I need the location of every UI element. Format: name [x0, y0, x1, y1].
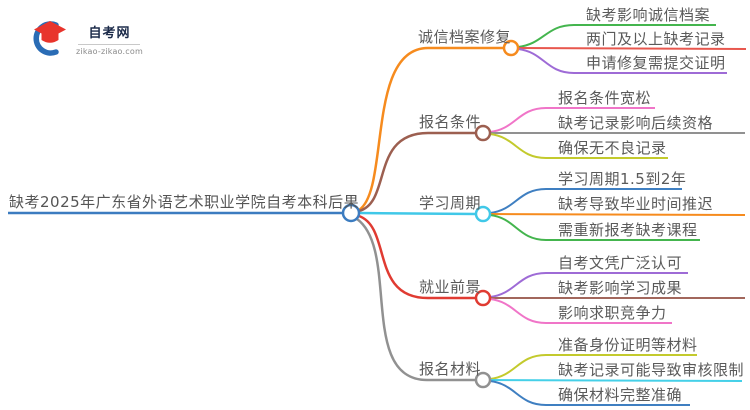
- leaf-label: 缺考导致毕业时间推迟: [558, 195, 714, 213]
- leaf-label: 需重新报考缺考课程: [558, 221, 698, 239]
- branch-curve-employment: [358, 214, 476, 300]
- branch-curve-materials: [356, 217, 476, 382]
- leaf-label: 报名条件宽松: [558, 89, 652, 107]
- leaf-line: [489, 354, 697, 380]
- branch-label-integrity-repair: 诚信档案修复: [418, 28, 512, 46]
- leaf-line: [489, 379, 743, 382]
- leaf-line: [489, 272, 688, 298]
- leaf-label: 缺考记录可能导致审核限制: [558, 361, 745, 379]
- branch-label-study-period: 学习周期: [419, 194, 482, 212]
- site-logo[interactable]: 自考网 zikao-zikao.com: [28, 18, 143, 58]
- leaf-label: 确保材料完整准确: [558, 386, 683, 404]
- leaf-line: [517, 24, 716, 48]
- branch-curve-integrity: [358, 46, 504, 212]
- leaf-label: 准备身份证明等材料: [558, 336, 698, 354]
- leaf-label: 申请修复需提交证明: [586, 54, 726, 72]
- leaf-label: 影响求职竞争力: [558, 304, 667, 322]
- branch-node-circle: [474, 371, 492, 389]
- root-node-circle: [341, 203, 361, 223]
- branch-node-circle: [474, 289, 492, 307]
- branch-curve-study-period: [358, 211, 477, 216]
- leaf-line: [517, 48, 727, 74]
- leaf-label: 确保无不良记录: [558, 139, 667, 157]
- leaf-line: [489, 214, 700, 241]
- leaf-line: [517, 47, 747, 50]
- leaf-line: [489, 188, 682, 214]
- graduation-cap-logo-icon: [33, 21, 66, 56]
- leaf-label: 两门及以上缺考记录: [586, 30, 726, 48]
- leaf-label: 缺考影响诚信档案: [586, 6, 711, 24]
- logo-cap-body: [41, 32, 59, 43]
- leaf-label: 自考文凭广泛认可: [558, 254, 683, 272]
- leaf-line: [489, 298, 672, 324]
- leaf-line: [489, 107, 655, 133]
- logo-title: 自考网: [88, 26, 131, 41]
- branch-node-circle: [474, 205, 492, 223]
- leaf-line: [489, 133, 668, 159]
- leaf-label: 缺考影响学习成果: [558, 279, 683, 297]
- logo-text-block: 自考网 zikao-zikao.com: [76, 18, 143, 56]
- leaf-label: 学习周期1.5到2年: [558, 170, 687, 188]
- branch-label-registration-conditions: 报名条件: [419, 113, 482, 131]
- branch-label-registration-materials: 报名材料: [419, 360, 482, 378]
- leaf-line: [489, 213, 746, 216]
- branch-curve-conditions: [358, 131, 476, 213]
- logo-divider: [78, 44, 141, 45]
- branch-node-circle: [502, 39, 520, 57]
- branch-label-employment-prospects: 就业前景: [419, 278, 482, 296]
- branch-node-circle: [474, 124, 492, 142]
- leaf-label: 缺考记录影响后续资格: [558, 114, 714, 132]
- leaf-line: [489, 380, 690, 406]
- root-node-label: 缺考2025年广东省外语艺术职业学院自考本科后果: [9, 193, 360, 211]
- logo-url: zikao-zikao.com: [76, 47, 143, 56]
